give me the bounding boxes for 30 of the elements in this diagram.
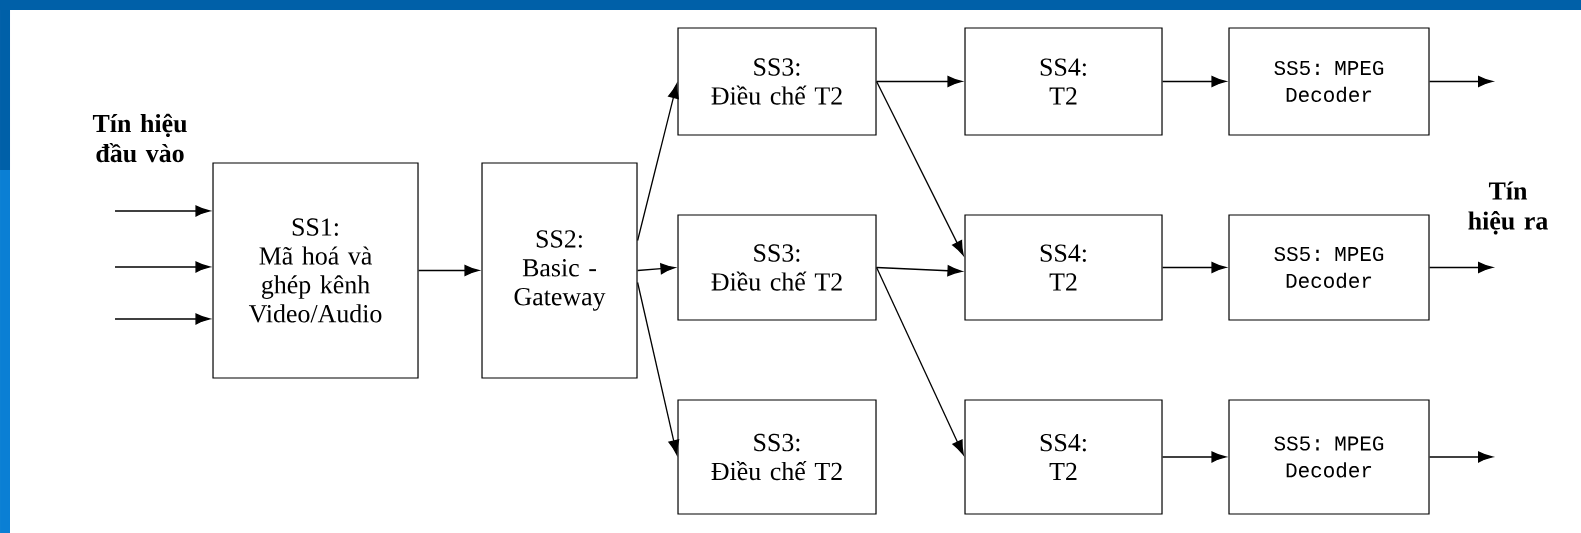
arrow [875, 75, 963, 88]
process-box: SS4: T2 [964, 399, 1163, 515]
arrow [1428, 451, 1493, 463]
arrow [114, 205, 211, 217]
signal-label: Tín hiệu ra [1468, 181, 1548, 235]
process-box: SS3: Điều chế T2 [677, 27, 877, 136]
arrow [636, 263, 676, 275]
arrow [1161, 75, 1227, 88]
arrow [1161, 261, 1227, 274]
arrow [1428, 75, 1493, 88]
process-box: SS5: MPEG Decoder [1228, 214, 1430, 321]
process-box: SS1: Mã hoá và ghép kênh Video/Audio [212, 162, 419, 379]
arrow [875, 265, 963, 277]
arrow [636, 281, 680, 455]
arrow [114, 261, 211, 273]
signal-label: Tín hiệu đầu vào [92, 113, 187, 163]
arrow [1161, 451, 1227, 463]
process-box: SS3: Điều chế T2 [677, 399, 877, 515]
process-box: SS5: MPEG Decoder [1228, 399, 1430, 515]
arrow [636, 83, 679, 242]
process-box: SS4: T2 [964, 214, 1163, 321]
process-box: SS3: Điều chế T2 [677, 214, 877, 321]
process-box: SS4: T2 [964, 27, 1163, 136]
arrow [875, 266, 964, 456]
arrow [417, 264, 480, 277]
arrow [114, 313, 211, 325]
process-box: SS2: Basic - Gateway [481, 162, 638, 379]
arrow [875, 80, 964, 256]
arrow [1428, 261, 1493, 274]
process-box: SS5: MPEG Decoder [1228, 27, 1430, 136]
